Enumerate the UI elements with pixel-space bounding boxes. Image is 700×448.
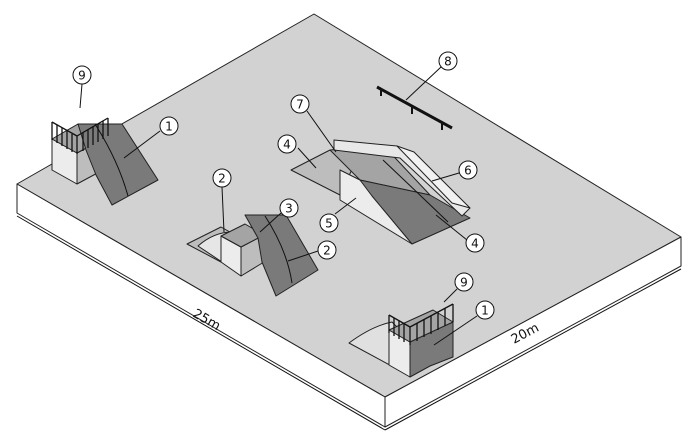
funbox-right-bank [359,179,471,245]
quarter-pipe-top-left [51,117,159,206]
callout-2-lower: 2 [317,240,337,260]
callout-label: 7 [296,98,304,112]
handrail-bottom-right [388,303,454,345]
callout-label: 5 [325,217,333,231]
callout-1-bottom-right: 1 [475,300,495,320]
callout-1-top-left: 1 [159,116,179,136]
callout-label: 1 [165,120,173,134]
callout-label: 8 [444,55,452,69]
callout-label: 4 [471,237,479,251]
callout-2-upper: 2 [212,168,232,188]
funbox-center [290,139,471,245]
callout-label: 2 [218,172,226,186]
grind-rail [376,85,453,130]
callout-9-top-left: 9 [72,65,92,85]
callout-8: 8 [438,51,458,71]
callout-4-left: 4 [277,134,297,154]
callout-5: 5 [319,213,339,233]
callout-label: 2 [323,244,331,258]
ramp-curve-face [77,123,159,206]
callout-4-right: 4 [465,233,485,253]
handrail-top-left [51,117,109,154]
callout-label: 3 [285,202,293,216]
quarter-pipe-bottom-right [348,303,454,378]
callout-7: 7 [290,94,310,114]
callout-3: 3 [279,198,299,218]
callout-label: 6 [464,164,472,178]
callout-label: 9 [460,276,468,290]
callout-label: 4 [283,138,291,152]
callout-label: 9 [78,69,86,83]
quarter-pipe-middle [186,214,319,297]
funbox-ledge-cap [396,145,471,209]
slab-front-right-side [384,236,682,428]
callout-6: 6 [458,160,478,180]
ground-slab [16,13,682,428]
callout-label: 1 [481,304,489,318]
callout-9-bottom-right: 9 [454,272,474,292]
leader-lines [79,66,478,346]
